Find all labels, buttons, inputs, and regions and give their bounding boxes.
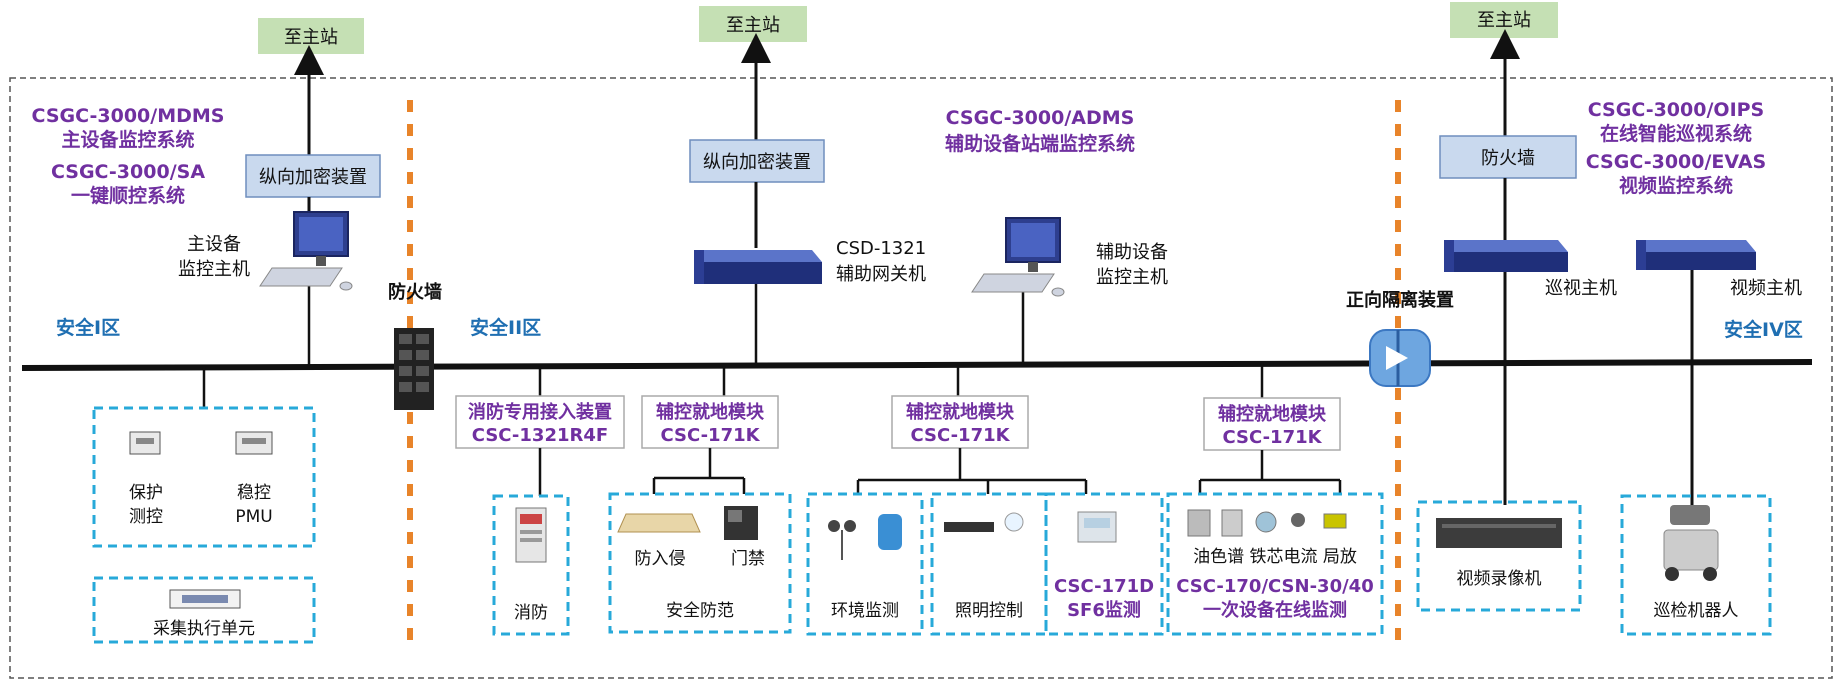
zone-label: 安全II区: [470, 316, 541, 339]
system-subtitle: 视频监控系统: [1619, 174, 1733, 197]
host-label: 巡视主机: [1545, 278, 1617, 299]
device-label: 防入侵: [635, 549, 686, 569]
svg-text:辅控就地模块: 辅控就地模块: [906, 401, 1015, 423]
sf6-monitor-icon: [1077, 511, 1117, 543]
system-subtitle: 在线智能巡视系统: [1600, 122, 1752, 145]
host-label: 监控主机: [178, 259, 250, 280]
server-icon: [1636, 240, 1756, 270]
host-label: 辅助网关机: [836, 264, 926, 285]
computer-icon: [259, 211, 353, 291]
computer-icon: [971, 217, 1065, 297]
system-subtitle: 辅助设备站端监控系统: [945, 132, 1135, 155]
system-title: CSGC-3000/OIPS: [1588, 99, 1765, 121]
security-device-group: [608, 492, 792, 634]
svg-text:CSC-171K: CSC-171K: [1222, 427, 1322, 448]
master-station-label: 至主站: [1477, 10, 1531, 31]
barrier-label: 正向隔离装置: [1346, 289, 1454, 311]
sf6-device-group: [1044, 492, 1164, 636]
svg-text:纵向加密装置: 纵向加密装置: [259, 167, 367, 188]
host-label: CSD-1321: [836, 238, 926, 259]
robot-icon: [1663, 505, 1719, 581]
device-label: 视频录像机: [1457, 569, 1542, 589]
aux-local-module-3: 辅控就地模块 CSC-171K: [1203, 397, 1341, 451]
device-label: 油色谱 铁芯电流 局放: [1193, 547, 1357, 567]
device-label: 测控: [129, 507, 163, 527]
system-boundary: [9, 77, 1833, 679]
device-label: 门禁: [731, 549, 765, 569]
collector-device-group: [92, 576, 316, 644]
device-label: 照明控制: [955, 601, 1023, 621]
system-title: CSGC-3000/MDMS: [32, 105, 225, 127]
sensor-icon: [878, 514, 902, 550]
card-icon: [129, 431, 161, 455]
system-title: CSGC-3000/SA: [51, 161, 205, 183]
master-station-label: 至主站: [284, 27, 338, 48]
device-label: CSC-170/CSN-30/40: [1176, 576, 1373, 597]
svg-text:CSC-171K: CSC-171K: [910, 425, 1010, 446]
svg-text:辅控就地模块: 辅控就地模块: [656, 401, 765, 423]
barrier-label: 防火墙: [388, 281, 442, 303]
firewall-box: 防火墙: [1439, 135, 1577, 179]
fire-device-group: [492, 494, 570, 636]
device-label: CSC-171D: [1054, 576, 1154, 597]
zone-label: 安全IV区: [1724, 318, 1803, 341]
device-label: 安全防范: [666, 601, 734, 621]
system-title: CSGC-3000/ADMS: [946, 107, 1135, 129]
robot-device-group: [1620, 494, 1772, 636]
access-terminal-icon: [724, 506, 758, 540]
device-label: 采集执行单元: [153, 619, 255, 639]
controller-icon: [944, 522, 994, 532]
vertical-encryption-device-1: 纵向加密装置: [245, 154, 381, 198]
master-station-1: 至主站: [258, 18, 364, 54]
protection-device-group: [92, 406, 316, 548]
bulb-icon: [1004, 512, 1024, 532]
svg-text:防火墙: 防火墙: [1481, 148, 1535, 169]
video-recorder-group: [1416, 500, 1582, 612]
host-label: 主设备: [187, 234, 241, 255]
card-icon: [235, 431, 273, 455]
host-label: 监控主机: [1096, 267, 1168, 288]
server-icon: [1444, 240, 1568, 272]
server-icon: [694, 250, 822, 284]
svg-text:消防专用接入装置: 消防专用接入装置: [468, 401, 612, 423]
host-label: 辅助设备: [1096, 242, 1168, 263]
svg-text:纵向加密装置: 纵向加密装置: [703, 152, 811, 173]
fire-access-module: 消防专用接入装置 CSC-1321R4F: [455, 395, 625, 449]
isolator-icon: [1369, 329, 1431, 387]
master-station-3: 至主站: [1450, 2, 1558, 38]
device-label: 消防: [514, 603, 548, 623]
device-label: 环境监测: [831, 601, 899, 621]
svg-text:CSC-1321R4F: CSC-1321R4F: [472, 425, 608, 446]
fire-panel-icon: [515, 507, 547, 563]
system-subtitle: 主设备监控系统: [61, 128, 194, 151]
zone-label: 安全I区: [56, 316, 120, 339]
aux-local-module-2: 辅控就地模块 CSC-171K: [891, 395, 1029, 449]
environment-device-group: [806, 492, 924, 636]
system-subtitle: 一键顺控系统: [71, 184, 185, 207]
device-label: 稳控: [237, 483, 271, 503]
recorder-icon: [1436, 518, 1562, 548]
online-monitor-device-group: [1166, 492, 1384, 636]
vertical-encryption-device-2: 纵向加密装置: [689, 139, 825, 183]
aux-local-module-1: 辅控就地模块 CSC-171K: [641, 395, 779, 449]
device-label: SF6监测: [1067, 599, 1141, 621]
device-label: 巡检机器人: [1654, 601, 1739, 621]
svg-text:辅控就地模块: 辅控就地模块: [1218, 403, 1327, 425]
master-station-2: 至主站: [699, 6, 807, 42]
device-label: 保护: [129, 483, 163, 503]
network-bus: [21, 359, 1813, 371]
rack-unit-icon: [169, 589, 241, 609]
fence-icon: [617, 513, 701, 533]
host-label: 视频主机: [1730, 278, 1802, 299]
svg-text:CSC-171K: CSC-171K: [660, 425, 760, 446]
master-station-label: 至主站: [726, 15, 780, 36]
device-label: PMU: [235, 507, 272, 527]
firewall-icon: [394, 328, 434, 410]
anemometer-icon: [828, 520, 856, 560]
device-label: 一次设备在线监测: [1203, 599, 1347, 621]
online-sensor-icons: [1187, 509, 1347, 537]
system-title: CSGC-3000/EVAS: [1586, 151, 1766, 173]
